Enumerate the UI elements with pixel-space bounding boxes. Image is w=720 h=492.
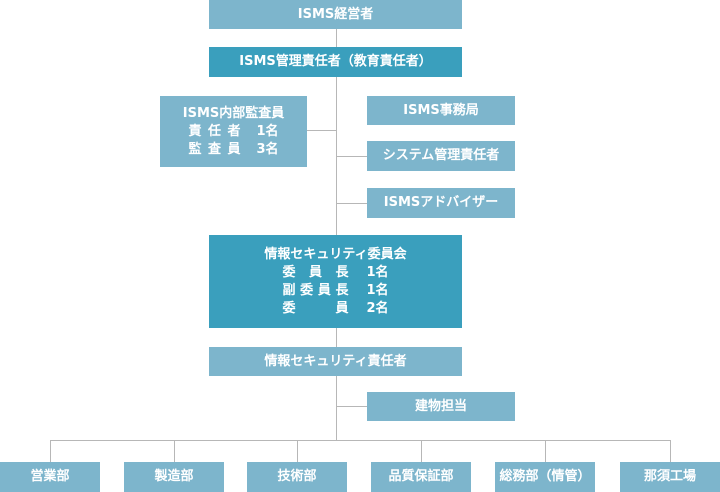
node-secretariat: ISMS事務局 xyxy=(367,96,515,125)
count-label: 1名 xyxy=(256,123,279,139)
node-label: ISMSアドバイザー xyxy=(383,195,499,210)
node-label: 技術部 xyxy=(277,469,317,484)
count-label: 1名 xyxy=(366,264,389,280)
role-label: 副委員長 xyxy=(282,282,349,298)
committee-row: 委員長 1名 xyxy=(283,264,389,282)
auditor-row: 責任者 1名 xyxy=(189,123,279,141)
node-department: 総務部（情管） xyxy=(495,462,595,492)
adviser-connector xyxy=(336,203,367,204)
department-bus xyxy=(50,440,671,441)
node-department: 技術部 xyxy=(247,462,347,492)
node-isms-manager: ISMS管理責任者（教育責任者） xyxy=(209,47,462,77)
system-manager-connector xyxy=(336,156,367,157)
count-label: 2名 xyxy=(366,300,389,316)
auditor-connector xyxy=(307,130,336,131)
auditor-row: 監査員 3名 xyxy=(189,141,279,159)
count-label: 3名 xyxy=(256,141,279,157)
committee-row: 委員 2名 xyxy=(283,300,389,318)
node-internal-auditor: ISMS内部監査員 責任者 1名 監査員 3名 xyxy=(160,96,307,167)
node-building: 建物担当 xyxy=(367,392,515,421)
building-connector xyxy=(336,406,367,407)
node-title: ISMS内部監査員 xyxy=(182,105,285,121)
node-label: システム管理責任者 xyxy=(382,148,500,163)
node-label: 品質保証部 xyxy=(388,469,454,484)
role-label: 監査員 xyxy=(188,141,241,157)
committee-row: 副委員長 1名 xyxy=(283,282,389,300)
dept-drop-2 xyxy=(174,440,175,462)
node-department: 那須工場 xyxy=(620,462,720,492)
node-label: 建物担当 xyxy=(414,398,467,414)
node-isms-executive: ISMS経営者 xyxy=(209,0,462,29)
node-label: 那須工場 xyxy=(643,469,696,484)
node-department: 営業部 xyxy=(0,462,100,492)
role-label: 責任者 xyxy=(188,123,241,139)
node-label: ISMS経営者 xyxy=(297,6,374,22)
dept-drop-4 xyxy=(421,440,422,462)
role-label: 委員長 xyxy=(282,264,349,280)
count-label: 1名 xyxy=(366,282,389,298)
node-title: 情報セキュリティ委員会 xyxy=(264,246,407,262)
node-label: 営業部 xyxy=(30,469,70,484)
node-security-committee: 情報セキュリティ委員会 委員長 1名 副委員長 1名 委員 2名 xyxy=(209,235,462,328)
node-security-manager: 情報セキュリティ責任者 xyxy=(209,347,462,376)
node-system-manager: システム管理責任者 xyxy=(367,141,515,171)
dept-drop-5 xyxy=(545,440,546,462)
node-label: 情報セキュリティ責任者 xyxy=(264,353,407,369)
node-label: 製造部 xyxy=(154,469,194,484)
role-label: 委員 xyxy=(282,300,349,316)
node-department: 品質保証部 xyxy=(371,462,471,492)
node-label: ISMS管理責任者（教育責任者） xyxy=(239,54,432,69)
node-label: ISMS事務局 xyxy=(403,102,479,118)
dept-drop-6 xyxy=(670,440,671,462)
node-adviser: ISMSアドバイザー xyxy=(367,188,515,218)
dept-drop-3 xyxy=(297,440,298,462)
node-department: 製造部 xyxy=(124,462,224,492)
dept-drop-1 xyxy=(50,440,51,462)
node-label: 総務部（情管） xyxy=(499,469,591,484)
